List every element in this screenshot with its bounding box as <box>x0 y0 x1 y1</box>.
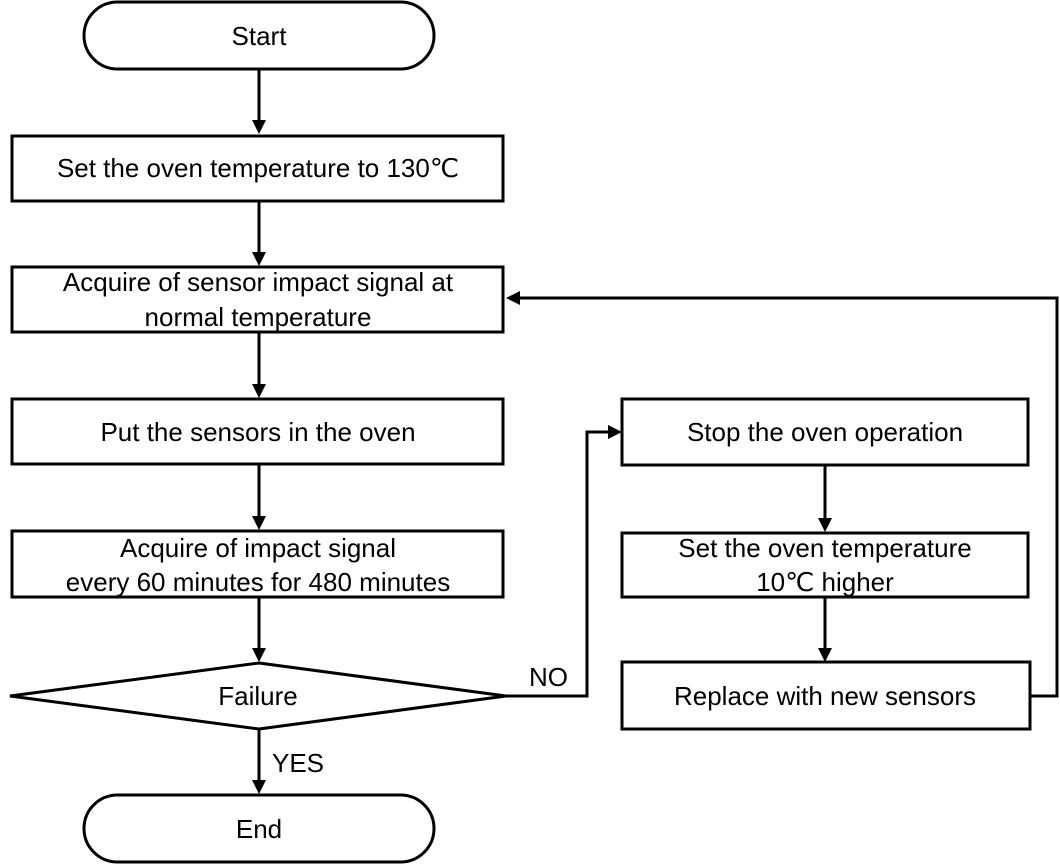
process-set-temperature-label: Set the oven temperature to 130℃ <box>57 153 459 183</box>
process-replace-sensors: Replace with new sensors <box>620 660 1032 731</box>
process-stop-oven: Stop the oven operation <box>620 397 1030 467</box>
arrowhead-down <box>252 780 266 794</box>
connectors <box>257 70 1059 782</box>
arrowhead-right <box>608 425 622 439</box>
arrowhead-down <box>818 518 832 532</box>
arrowheads <box>252 120 832 794</box>
arrowhead-left <box>506 291 520 305</box>
end-label: End <box>236 814 282 844</box>
process-replace-sensors-label: Replace with new sensors <box>674 681 976 711</box>
start-label: Start <box>232 21 288 51</box>
process-raise-temperature-line2: 10℃ higher <box>756 567 894 597</box>
arrowhead-down <box>252 252 266 266</box>
process-put-sensors-label: Put the sensors in the oven <box>100 417 415 447</box>
process-put-sensors: Put the sensors in the oven <box>10 397 505 466</box>
process-acquire-normal-line1: Acquire of sensor impact signal at <box>63 267 454 297</box>
process-raise-temperature: Set the oven temperature 10℃ higher <box>620 531 1030 599</box>
process-acquire-normal: Acquire of sensor impact signal at norma… <box>10 265 505 334</box>
connector-replace-loop-back <box>518 296 1059 698</box>
arrowhead-down <box>252 120 266 134</box>
process-acquire-interval-line2: every 60 minutes for 480 minutes <box>66 567 450 597</box>
label-no: NO <box>529 662 568 692</box>
arrowhead-down <box>818 648 832 662</box>
arrowhead-down <box>252 384 266 398</box>
arrowhead-down <box>252 648 266 662</box>
process-raise-temperature-line1: Set the oven temperature <box>678 533 971 563</box>
process-set-temperature: Set the oven temperature to 130℃ <box>10 134 505 203</box>
process-stop-oven-label: Stop the oven operation <box>687 417 963 447</box>
connector-decision-no-to-stop <box>505 430 610 698</box>
arrowhead-down <box>252 516 266 530</box>
process-acquire-normal-line2: normal temperature <box>145 302 372 332</box>
decision-failure-label: Failure <box>218 681 297 711</box>
start-terminator: Start <box>82 0 436 71</box>
label-yes: YES <box>272 748 324 778</box>
end-terminator: End <box>82 793 436 864</box>
process-acquire-interval-line1: Acquire of impact signal <box>120 533 396 563</box>
process-acquire-interval: Acquire of impact signal every 60 minute… <box>10 529 505 599</box>
decision-failure: Failure <box>9 661 507 731</box>
